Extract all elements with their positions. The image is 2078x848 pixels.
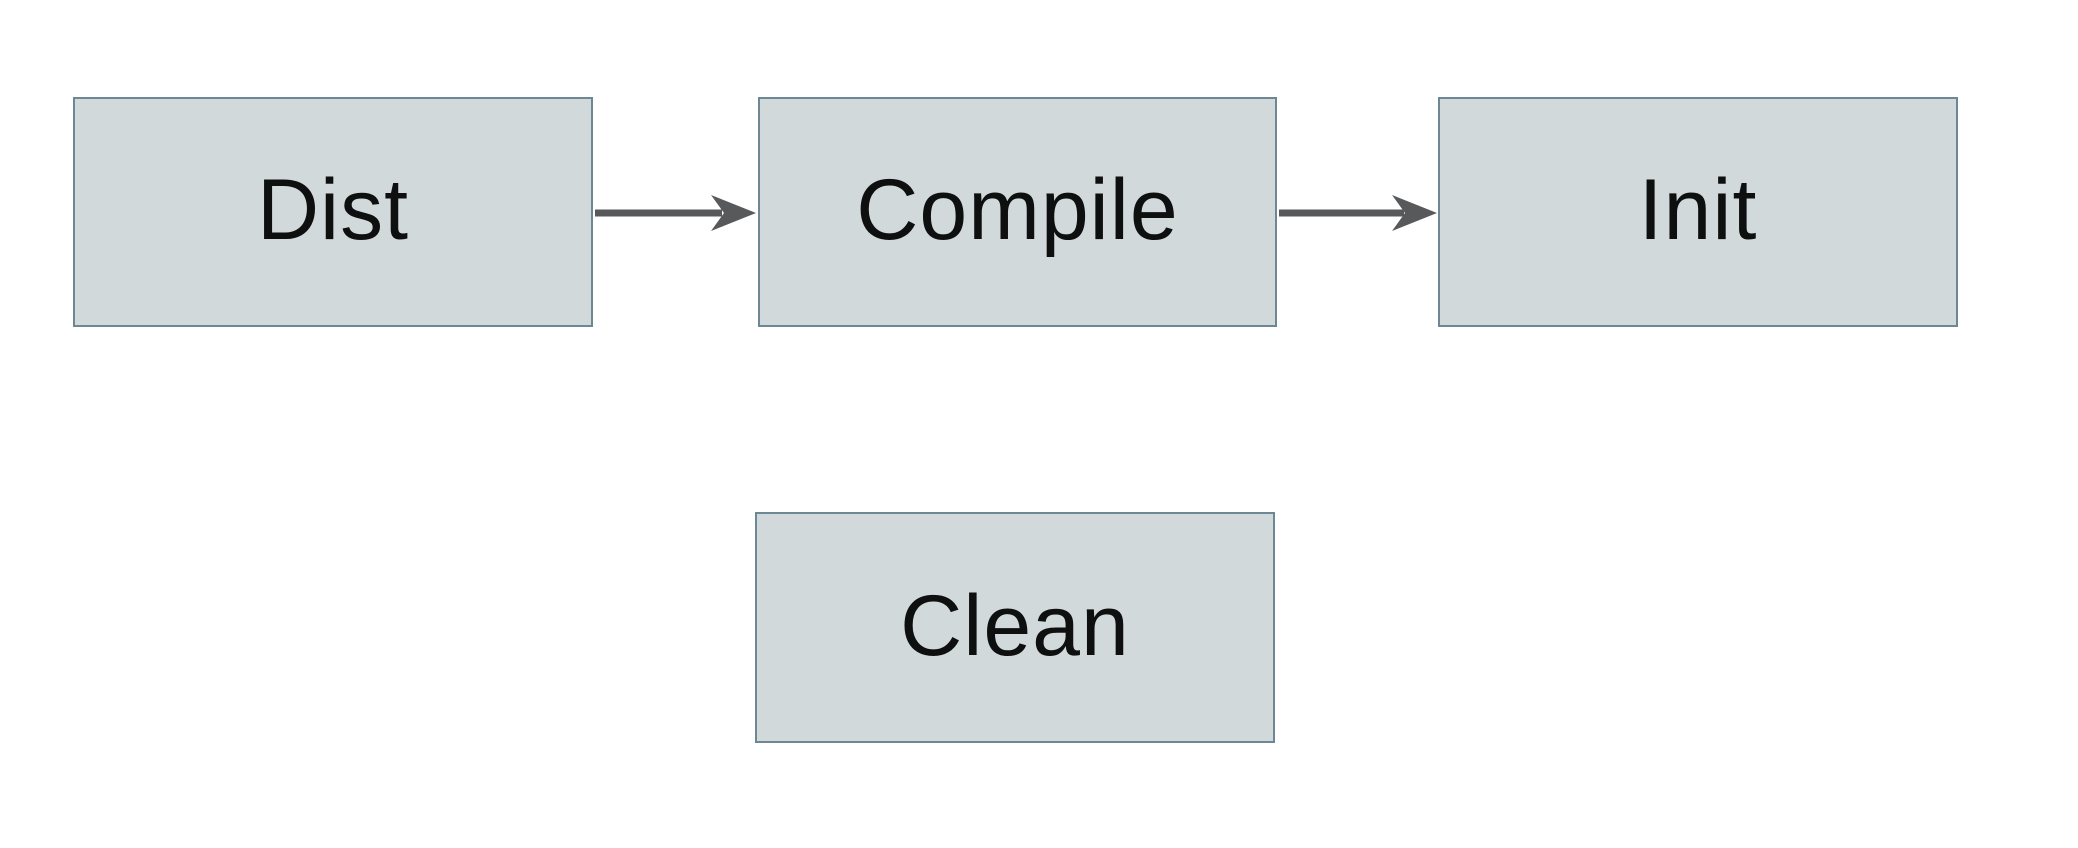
node-compile[interactable]: Compile [758,97,1277,327]
arrowhead-right-icon [1392,195,1437,231]
arrow-dist-to-compile[interactable] [595,195,756,231]
node-init[interactable]: Init [1438,97,1958,327]
arrowhead-right-icon [711,195,756,231]
arrow-compile-to-init[interactable] [1279,195,1437,231]
node-dist-label: Dist [256,162,410,258]
node-clean-label: Clean [900,577,1130,674]
node-init-label: Init [1638,162,1758,258]
node-compile-label: Compile [856,162,1179,258]
node-clean[interactable]: Clean [755,512,1275,743]
node-dist[interactable]: Dist [73,97,593,327]
